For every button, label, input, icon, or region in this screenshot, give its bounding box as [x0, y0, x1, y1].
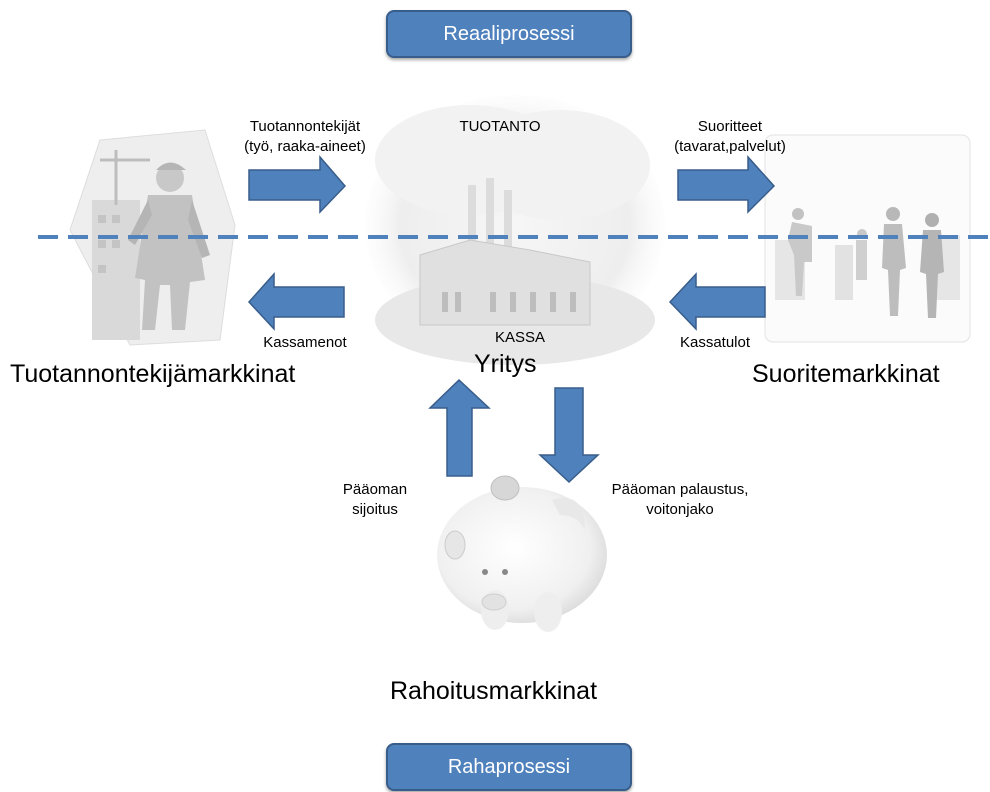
return-label-line2: voitonjako	[646, 501, 714, 518]
factory-icon	[365, 95, 665, 365]
construction-worker-icon	[69, 129, 236, 346]
outputs-label-line2: (tavarat,palvelut)	[674, 138, 786, 155]
factor-market-label: Tuotannontekijämarkkinat	[10, 360, 296, 388]
inputs-label-line1: Tuotannontekijät	[249, 118, 361, 135]
money-process-label: Rahaprosessi	[386, 743, 632, 791]
return-label-line1: Pääoman palaustus,	[611, 481, 749, 498]
outputs-label: Suoritteet (tavarat,palvelut)	[640, 117, 820, 157]
return-label: Pääoman palaustus, voitonjako	[595, 480, 765, 520]
goods-market-label: Suoritemarkkinat	[752, 360, 940, 388]
investment-label-line1: Pääoman	[342, 481, 408, 498]
cash-label: KASSA	[494, 329, 546, 346]
finance-market-label: Rahoitusmarkkinat	[390, 677, 598, 705]
arrow-return-down	[538, 387, 600, 484]
money-process-text: Rahaprosessi	[447, 755, 571, 778]
outputs-label-line1: Suoritteet	[697, 118, 763, 135]
arrow-expenses-left	[247, 272, 345, 331]
arrow-investment-up	[428, 378, 491, 477]
arrow-inputs-right	[248, 154, 347, 214]
expenses-label: Kassamenot	[263, 334, 347, 351]
firm-label: Yritys	[474, 350, 537, 378]
investment-label: Pääoman sijoitus	[325, 480, 425, 520]
real-process-label: Reaaliprosessi	[386, 10, 632, 58]
inputs-label: Tuotannontekijät (työ, raaka-aineet)	[205, 117, 405, 157]
arrow-revenues-left	[668, 272, 766, 331]
real-process-text: Reaaliprosessi	[443, 22, 575, 45]
piggy-bank-icon	[437, 475, 607, 632]
inputs-label-line2: (työ, raaka-aineet)	[244, 138, 366, 155]
production-label: TUOTANTO	[459, 118, 541, 135]
investment-label-line2: sijoitus	[352, 501, 398, 518]
arrow-outputs-right	[677, 155, 776, 214]
revenues-label: Kassatulot	[679, 334, 751, 351]
